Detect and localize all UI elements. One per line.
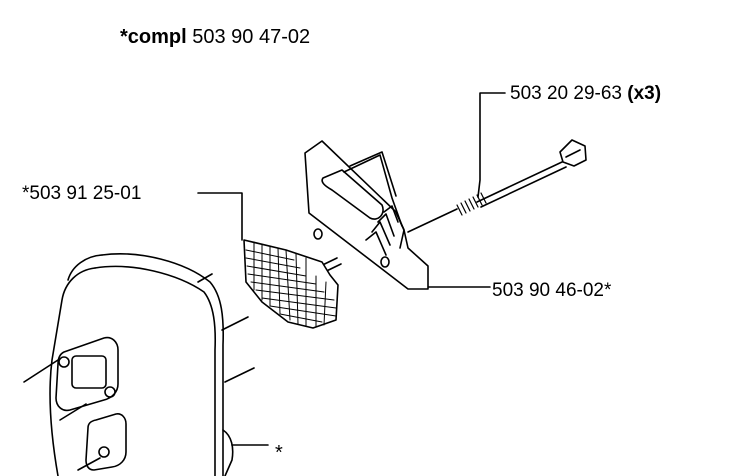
plate-label: 503 90 46-02* bbox=[492, 280, 612, 301]
bolt-quantity: (x3) bbox=[627, 83, 662, 104]
title-prefix: *compl bbox=[120, 26, 187, 48]
muffler-marker: * bbox=[275, 442, 283, 464]
leader-lines bbox=[197, 92, 506, 446]
guide-lines bbox=[197, 273, 255, 383]
screen-label: *503 91 25-01 bbox=[22, 183, 142, 204]
bolt bbox=[305, 139, 587, 279]
muffler-body bbox=[23, 253, 234, 476]
bolt-label: 503 20 29-63 (x3) bbox=[510, 84, 661, 103]
heat-shield-plate bbox=[304, 140, 429, 290]
assembly-title: *compl 503 90 47-02 bbox=[120, 27, 310, 47]
bolt-part-number: 503 20 29-63 bbox=[510, 83, 622, 104]
spark-arrestor-screen bbox=[243, 239, 339, 329]
title-part-number: 503 90 47-02 bbox=[192, 26, 311, 48]
